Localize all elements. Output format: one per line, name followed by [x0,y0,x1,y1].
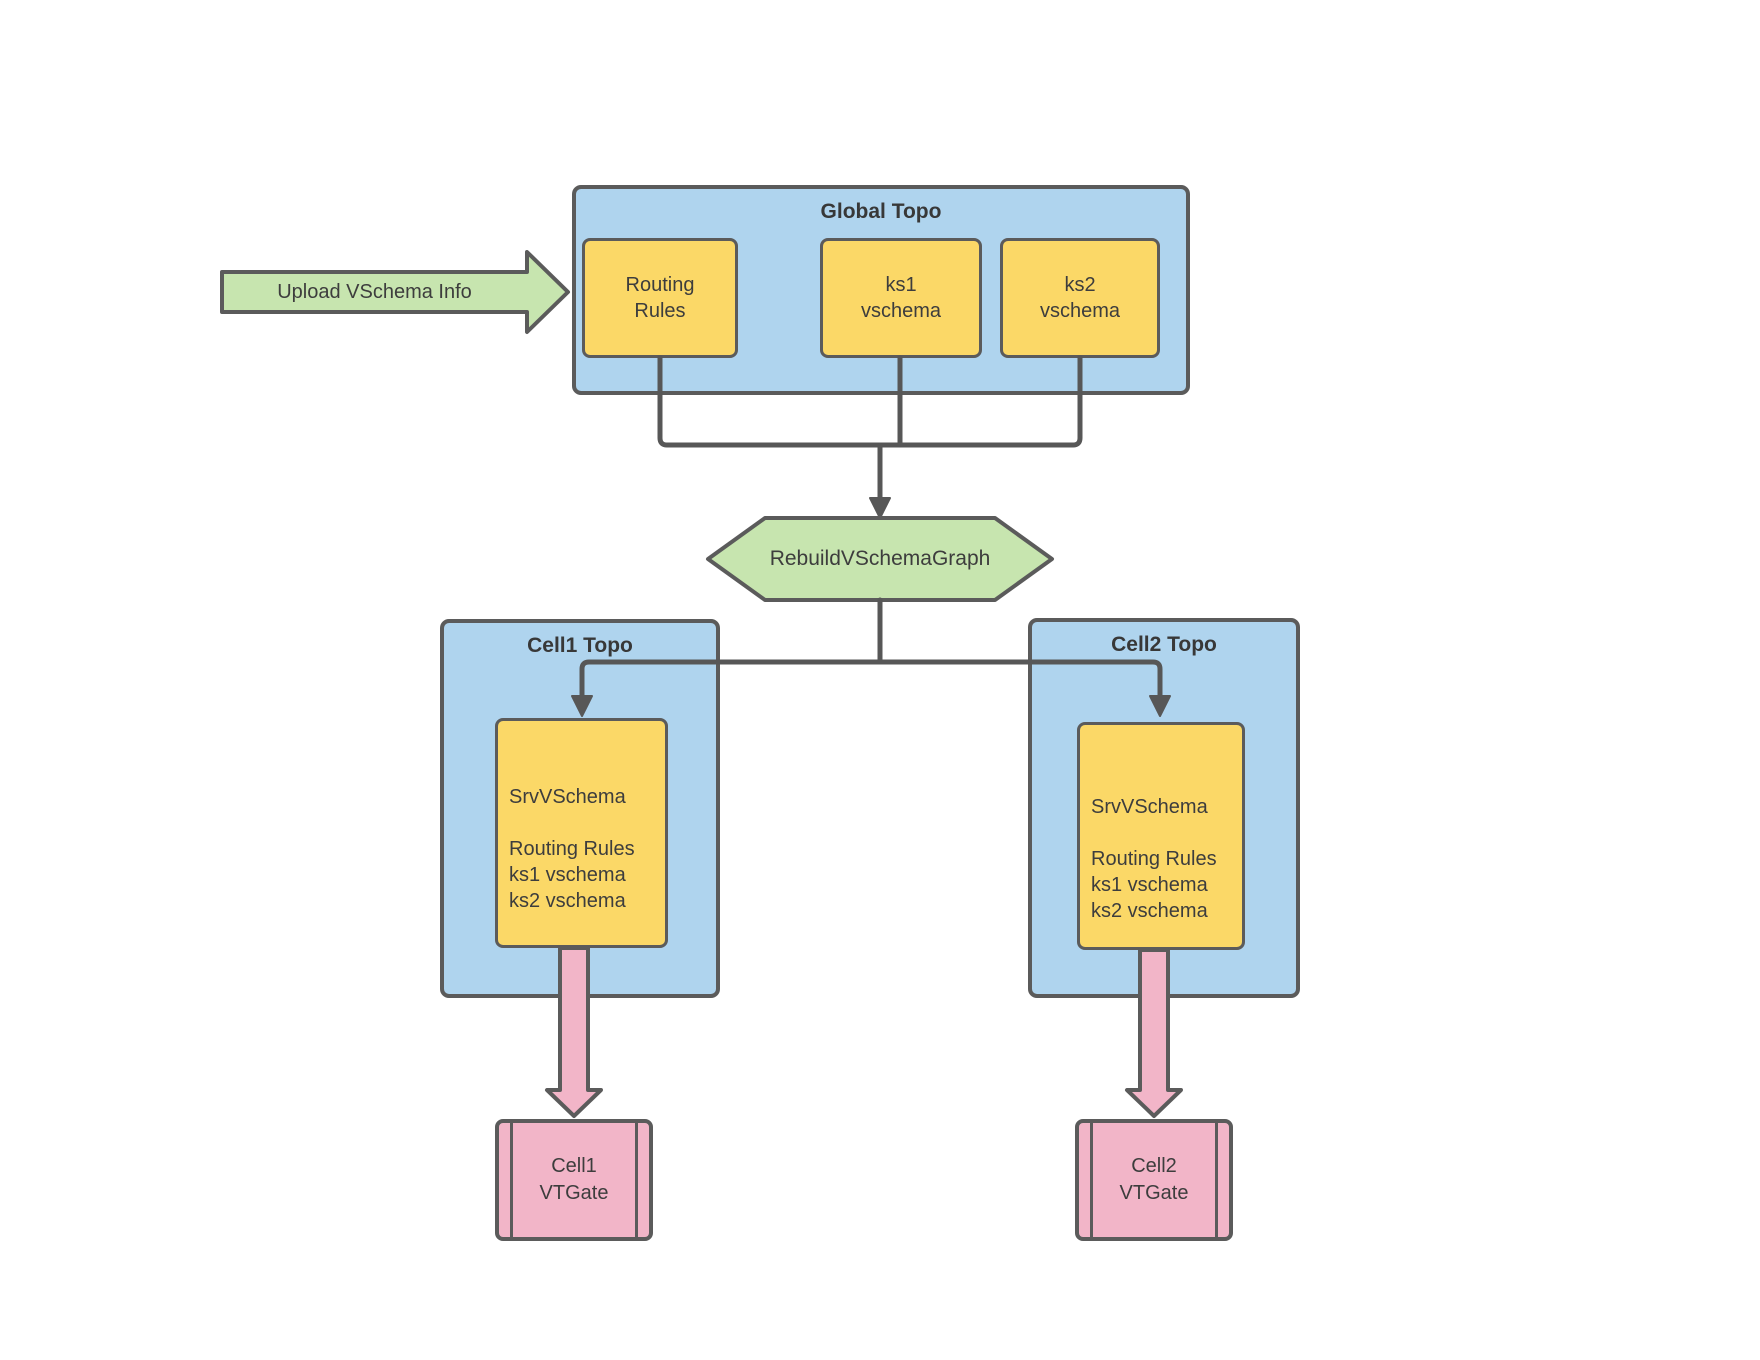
cell2-vtgate-label: Cell2 VTGate [1119,1155,1189,1204]
vtgate-inner-line [1090,1123,1093,1237]
vtgate-inner-line [510,1123,513,1237]
routing-rules-label: Routing Rules [625,274,695,322]
ks2-vschema-label: ks2 vschema [1039,274,1121,322]
cell1-srvvschema-node: SrvVSchema Routing Rules ks1 vschema ks2… [495,718,668,948]
arrowhead-to-rebuild [869,497,891,519]
cell1-vtgate-node: Cell1 VTGate [495,1119,653,1241]
cell2-srvvschema-label: SrvVSchema Routing Rules ks1 vschema ks2… [1091,796,1217,922]
cell2-srvvschema-node: SrvVSchema Routing Rules ks1 vschema ks2… [1077,722,1245,950]
ks1-vschema-node: ks1 vschema [820,238,982,358]
ks2-vschema-node: ks2 vschema [1000,238,1160,358]
vtgate-inner-line [635,1123,638,1237]
cell2-vtgate-node: Cell2 VTGate [1075,1119,1233,1241]
cell1-vtgate-label: Cell1 VTGate [539,1155,609,1204]
cell2-topo-title: Cell2 Topo [1111,633,1217,656]
upload-vschema-arrow-label: Upload VSchema Info [277,280,472,303]
global-topo-title: Global Topo [820,200,942,223]
ks1-vschema-label: ks1 vschema [860,274,942,322]
routing-rules-node: Routing Rules [582,238,738,358]
cell1-topo-title: Cell1 Topo [527,634,633,657]
cell1-srvvschema-label: SrvVSchema Routing Rules ks1 vschema ks2… [509,786,635,912]
rebuild-vschemagraph-label: RebuildVSchemaGraph [769,547,991,570]
vtgate-inner-line [1215,1123,1218,1237]
